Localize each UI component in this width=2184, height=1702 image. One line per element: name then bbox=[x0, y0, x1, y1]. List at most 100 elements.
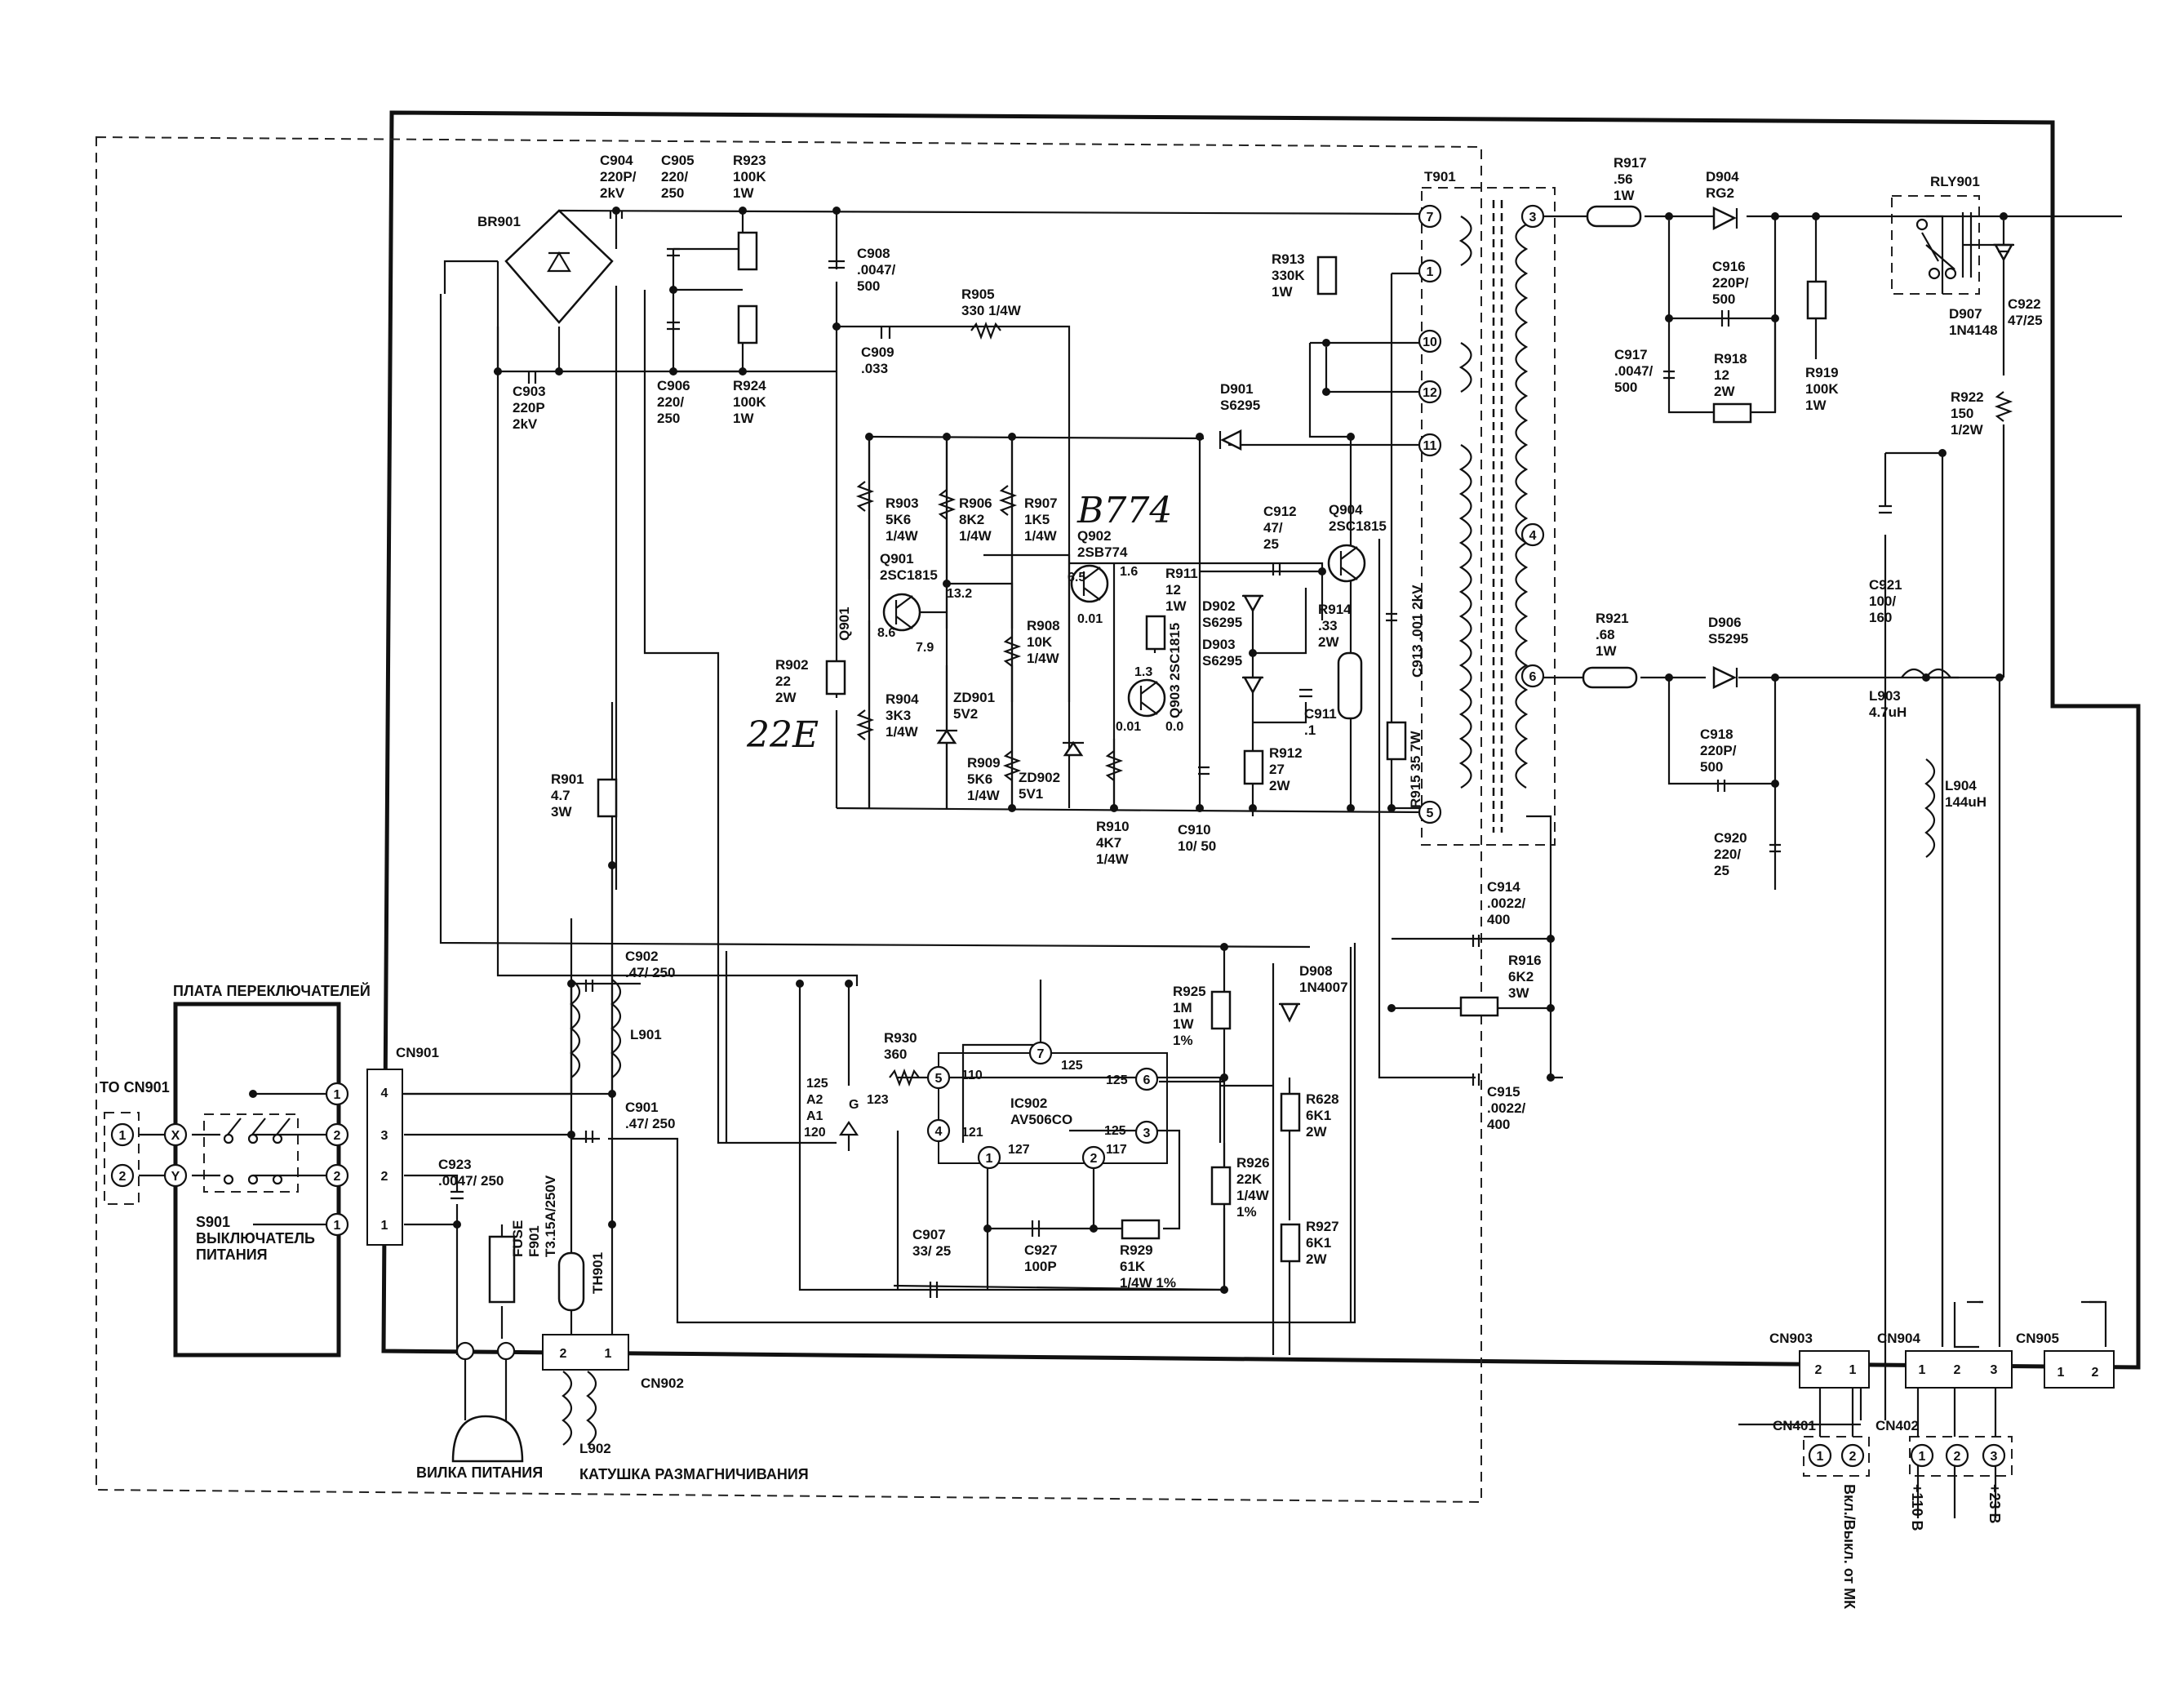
junction-dot-36 bbox=[1922, 673, 1930, 682]
switch-board-title: ПЛАТА ПЕРЕКЛЮЧАТЕЛЕЙ bbox=[173, 982, 371, 999]
d901-label-line2: S6295 bbox=[1220, 398, 1260, 413]
junction-dot-24 bbox=[1322, 388, 1330, 396]
c918-label-line3: 500 bbox=[1700, 759, 1723, 775]
component-labels: BR901C904220P/2kVC905220/250R923100K1WC9… bbox=[396, 153, 2059, 1456]
junction-dot-28 bbox=[1812, 212, 1820, 220]
junction-dot-38 bbox=[1547, 935, 1555, 943]
r924-label-line3: 1W bbox=[733, 411, 754, 426]
c923-label-line2: .0047/ 250 bbox=[438, 1173, 504, 1189]
t901-pin-2 bbox=[1418, 259, 1442, 283]
t901-pin-3 bbox=[1418, 329, 1442, 353]
cn402-pin-1 bbox=[1910, 1443, 1934, 1468]
r918-label-line1: R918 bbox=[1714, 351, 1747, 367]
inductors bbox=[562, 668, 1951, 1446]
r916-label-line3: 3W bbox=[1508, 985, 1529, 1001]
junction-dot-49 bbox=[983, 1224, 992, 1233]
junction-dot-15 bbox=[1008, 804, 1016, 812]
d908-label-line2: 1N4007 bbox=[1299, 980, 1348, 995]
cn401-pin-2 bbox=[1840, 1443, 1865, 1468]
handwritten-b774: B774 bbox=[1076, 490, 1172, 531]
r926-body bbox=[1210, 1166, 1232, 1206]
junction-dot-25 bbox=[1347, 433, 1355, 441]
r912-label-line1: R912 bbox=[1269, 745, 1303, 761]
d908-label-line1: D908 bbox=[1299, 963, 1333, 979]
c901-label-line1: C901 bbox=[625, 1100, 659, 1115]
r916-body bbox=[1459, 996, 1499, 1017]
r628-label-line1: R628 bbox=[1306, 1091, 1339, 1107]
voltage-v_q903_c: 1.3 bbox=[1134, 665, 1152, 679]
r930-label-line1: R930 bbox=[884, 1030, 917, 1046]
r901-body bbox=[597, 778, 618, 818]
r917-label-line3: 1W bbox=[1614, 188, 1635, 203]
bridge-br901 bbox=[504, 209, 614, 324]
c904-label-line2: 220P/ bbox=[600, 169, 637, 184]
t901-pin-number-9: 6 bbox=[1529, 670, 1537, 684]
plug-label: ВИЛКА ПИТАНИЯ bbox=[416, 1464, 543, 1481]
th901-label: TH901 bbox=[590, 1252, 606, 1294]
t901-pin-number-3: 10 bbox=[1423, 336, 1437, 349]
r912-label-line3: 2W bbox=[1269, 778, 1290, 793]
cn902-box bbox=[542, 1334, 629, 1371]
c916-label-line2: 220P/ bbox=[1712, 275, 1749, 291]
c914-label-line2: .0022/ bbox=[1487, 895, 1526, 911]
d903-label-line2: S6295 bbox=[1202, 653, 1242, 669]
c902-label-line2: .47/ 250 bbox=[625, 965, 675, 980]
r921-label-line3: 1W bbox=[1596, 643, 1617, 659]
voltage-scr_a2v: 125 bbox=[806, 1077, 828, 1091]
fuse-label: FUSE bbox=[510, 1220, 526, 1257]
mains-plug bbox=[451, 1341, 524, 1463]
l902-label-line1: L902 bbox=[579, 1441, 611, 1456]
d907-label-line2: 1N4148 bbox=[1949, 322, 1998, 338]
cn905-pin-number-2: 2 bbox=[2092, 1366, 2099, 1380]
junction-dot-29 bbox=[1665, 314, 1673, 322]
r904-label-line1: R904 bbox=[886, 691, 919, 707]
junction-dot-40 bbox=[1387, 1004, 1396, 1012]
to-cn901-pin-2 bbox=[110, 1163, 135, 1188]
cn402-pin-number-3: 3 bbox=[1991, 1450, 1998, 1464]
junction-dot-4 bbox=[669, 286, 677, 294]
r917-label-line1: R917 bbox=[1614, 155, 1647, 171]
r919-body bbox=[1806, 280, 1827, 320]
junction-dots bbox=[249, 207, 2008, 1294]
voltage-v_q903_e: 0.0 bbox=[1165, 720, 1183, 734]
l904-label-line1: L904 bbox=[1945, 778, 1977, 793]
l903-label-line2: 4.7uH bbox=[1869, 704, 1907, 720]
junction-dot-23 bbox=[1322, 339, 1330, 347]
junction-dot-47 bbox=[1220, 1073, 1228, 1082]
r910-label-line2: 4K7 bbox=[1096, 835, 1121, 851]
junction-dot-10 bbox=[865, 433, 873, 441]
junction-dot-20 bbox=[1387, 804, 1396, 812]
r923-label-line2: 100K bbox=[733, 169, 766, 184]
junction-dot-22 bbox=[1249, 649, 1257, 657]
rly901-label-line1: RLY901 bbox=[1930, 174, 1980, 189]
r901-label-line2: 4.7 bbox=[551, 788, 570, 803]
junction-dot-26 bbox=[1665, 212, 1673, 220]
cn402-pin-2 bbox=[1945, 1443, 1969, 1468]
t901-pin-1 bbox=[1418, 204, 1442, 229]
r903-label-line1: R903 bbox=[886, 495, 919, 511]
to-cn901-pin-number-2: 2 bbox=[119, 1170, 127, 1184]
t315-label: T3.15A/250V bbox=[543, 1175, 558, 1257]
c910-label-line2: 10/ 50 bbox=[1178, 838, 1216, 854]
cn905-pin-number-1: 1 bbox=[2057, 1366, 2065, 1380]
voltage-v_q902_e: 0.01 bbox=[1077, 612, 1103, 626]
r912-label-line2: 27 bbox=[1269, 762, 1285, 777]
handwritten-22e: 22E bbox=[746, 714, 819, 756]
c917-label-line3: 500 bbox=[1614, 380, 1637, 395]
junction-dot-9 bbox=[555, 367, 563, 376]
relay-rly901 bbox=[1915, 212, 1973, 280]
voltage-scr_a1v: 120 bbox=[804, 1126, 826, 1140]
r628-label-line2: 6K1 bbox=[1306, 1108, 1331, 1123]
r907-label-line1: R907 bbox=[1024, 495, 1058, 511]
q904-label-line1: Q904 bbox=[1329, 502, 1363, 518]
r911-body bbox=[1145, 615, 1166, 651]
junction-dot-32 bbox=[2000, 212, 2008, 220]
ic902-pin-number-6: 2 bbox=[1090, 1152, 1098, 1166]
r927-body bbox=[1280, 1223, 1301, 1263]
c927-label-line2: 100P bbox=[1024, 1259, 1057, 1274]
q901-label-line2: 2SC1815 bbox=[880, 567, 938, 583]
q904-label-line2: 2SC1815 bbox=[1329, 518, 1387, 534]
cn401-pin-1 bbox=[1808, 1443, 1832, 1468]
r926-label-line2: 22K bbox=[1236, 1171, 1263, 1187]
